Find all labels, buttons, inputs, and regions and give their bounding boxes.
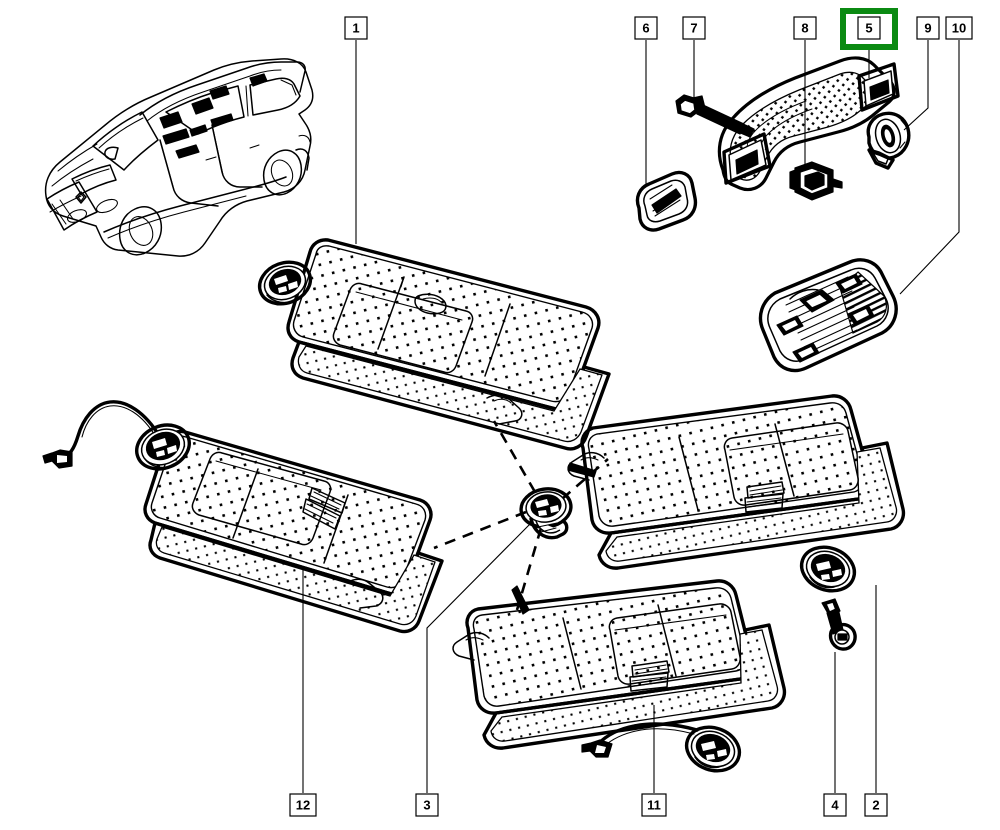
- assembly-dashed-lines: [433, 420, 609, 611]
- part-handle-damper-bush: [866, 111, 911, 170]
- callout-1[interactable]: 1: [344, 16, 368, 40]
- callout-box-3[interactable]: [415, 793, 439, 817]
- callout-label-10: 10: [952, 20, 966, 35]
- part-handle-fixing-screw: [675, 94, 755, 138]
- callout-box-2[interactable]: [864, 793, 888, 817]
- callout-box-12[interactable]: [289, 793, 317, 817]
- callout-10[interactable]: 10: [945, 16, 973, 40]
- callout-4[interactable]: 4: [823, 793, 847, 817]
- callout-9[interactable]: 9: [916, 16, 940, 40]
- callout-layer: 1 6 7 8 5 9 10 12 3 11 4 2: [289, 16, 973, 817]
- part-handle-retaining-clip: [789, 161, 843, 201]
- callout-box-1[interactable]: [344, 16, 368, 40]
- callout-label-6: 6: [642, 20, 649, 35]
- part-handle-mounting-bracket: [758, 258, 898, 373]
- callout-6[interactable]: 6: [634, 16, 658, 40]
- callout-label-4: 4: [831, 797, 839, 812]
- part-handle-cover-cap: [635, 170, 698, 232]
- part-sun-visor-mirror-right: [567, 394, 906, 593]
- visor-pivot-mount: [257, 260, 313, 306]
- callout-box-5[interactable]: [857, 16, 881, 40]
- callout-7[interactable]: 7: [682, 16, 706, 40]
- leader-lines: [302, 40, 960, 793]
- part-sun-visor-retaining-clip: [519, 487, 573, 540]
- visor-pivot-mount: [799, 545, 857, 593]
- part-visor-fixing-screw: [821, 598, 857, 651]
- highlight-box-callout-5: [840, 8, 898, 50]
- callout-label-1: 1: [352, 20, 359, 35]
- callout-label-2: 2: [872, 797, 879, 812]
- vehicle-outline: [44, 58, 314, 257]
- callout-label-3: 3: [423, 797, 430, 812]
- callout-box-10[interactable]: [945, 16, 973, 40]
- callout-3[interactable]: 3: [415, 793, 439, 817]
- part-sun-visor-illuminated-lower: [452, 579, 787, 773]
- callout-box-8[interactable]: [793, 16, 817, 40]
- callout-box-4[interactable]: [823, 793, 847, 817]
- callout-box-6[interactable]: [634, 16, 658, 40]
- part-sun-visor-plain-upper: [257, 238, 611, 451]
- callout-label-7: 7: [690, 20, 697, 35]
- callout-2[interactable]: 2: [864, 793, 888, 817]
- callout-label-5: 5: [865, 20, 872, 35]
- callout-box-7[interactable]: [682, 16, 706, 40]
- callout-11[interactable]: 11: [641, 793, 667, 817]
- callout-label-11: 11: [647, 797, 661, 812]
- callout-8[interactable]: 8: [793, 16, 817, 40]
- callout-label-12: 12: [296, 797, 310, 812]
- visor-wiring-harness: [42, 400, 162, 469]
- visor-pivot-mount: [684, 725, 742, 773]
- visor-pivot-mount: [135, 423, 191, 471]
- callout-5[interactable]: 5: [857, 16, 881, 40]
- part-grab-handle: [717, 56, 900, 192]
- callout-box-9[interactable]: [916, 16, 940, 40]
- visor-wiring-harness: [581, 722, 699, 758]
- callout-box-11[interactable]: [641, 793, 667, 817]
- callout-label-8: 8: [801, 20, 808, 35]
- callout-12[interactable]: 12: [289, 793, 317, 817]
- part-sun-visor-illuminated-left: [42, 400, 444, 634]
- callout-label-9: 9: [924, 20, 931, 35]
